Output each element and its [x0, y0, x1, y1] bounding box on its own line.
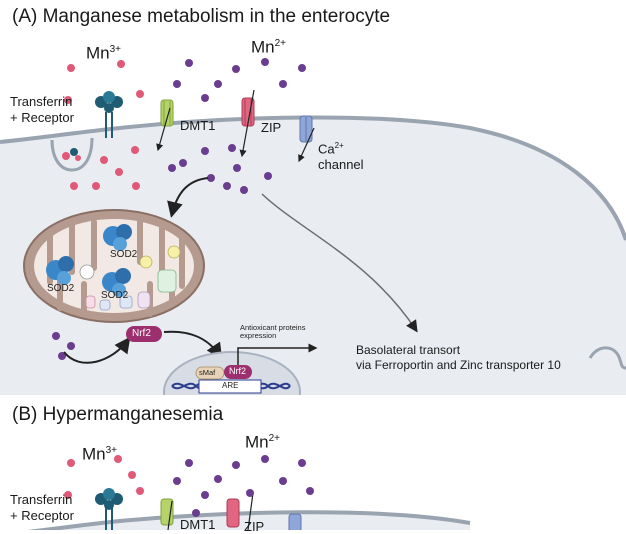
sod2-enzyme-icon: [103, 224, 132, 251]
sod2-enzyme-icon: [46, 256, 74, 285]
expression-arrow: [237, 343, 318, 365]
dmt1-label: DMT1: [180, 118, 216, 133]
calcium-channel-icon: [288, 513, 302, 530]
sod2-label-2: SOD2: [47, 283, 75, 294]
panel-a-title: (A) Manganese metabolism in the enterocy…: [12, 6, 391, 27]
basolateral-notch: [588, 346, 626, 370]
mn3-ions-b: [64, 455, 144, 499]
mn3-label: Mn3+: [86, 43, 122, 63]
transferrin-label: Transferrin + Receptor: [10, 94, 74, 126]
panel-b-title: (B) Hypermanganesemia: [12, 404, 224, 425]
smaf-label: sMaf: [199, 368, 216, 377]
mn3-ions: [64, 60, 144, 190]
zip-uptake-arrow-b: [247, 492, 254, 530]
mn2-ions-b: [173, 455, 314, 517]
panel-b-diagram: [0, 455, 471, 530]
zip-label: ZIP: [261, 120, 282, 135]
smaf-pill: [195, 366, 225, 380]
nrf2-nucleus-label: Nrf2: [229, 366, 247, 376]
basolateral-label: Basolateral transort via Ferroportin and…: [356, 343, 561, 372]
calcium-channel-icon: [299, 115, 313, 143]
mn2-label-b: Mn2+: [245, 432, 281, 452]
mn3-label-b: Mn3+: [82, 444, 118, 464]
sod2-enzyme-icon: [102, 268, 131, 297]
sod2-label-1: SOD2: [110, 249, 138, 260]
arrow-to-nrf2: [63, 336, 131, 364]
transferrin-receptor-icon: [62, 148, 81, 161]
mitochondrion-icon: [23, 209, 205, 323]
cell-body: [0, 117, 626, 395]
antioxidant-label: Antioxicant proteins expression: [240, 323, 306, 341]
mitochondrial-proteins: [79, 245, 181, 311]
sod2-label-3: SOD2: [101, 290, 129, 301]
are-label: ARE: [222, 381, 239, 390]
ca-channel-label: Ca2+ channel: [318, 141, 364, 172]
transferrin-receptor-icon: [95, 91, 123, 138]
arrow-to-mitochondrion: [167, 177, 209, 218]
zip-uptake-arrow: [239, 89, 255, 158]
zip-transporter-icon: [226, 498, 240, 528]
dmt1-uptake-arrow: [156, 107, 171, 152]
nrf2-nucleus-pill: [224, 365, 252, 379]
are-box: [198, 379, 262, 394]
nrf2-label: Nrf2: [132, 328, 151, 339]
mn2-ions: [52, 58, 306, 360]
arrow-to-basolateral: [261, 193, 418, 333]
mn2-label: Mn2+: [251, 37, 287, 57]
cell-membrane: [0, 115, 626, 241]
arrow-nrf2-to-nucleus: [163, 330, 223, 360]
panel-a-diagram: [0, 58, 626, 395]
cell-membrane-b: [27, 510, 471, 530]
ca-channel-uptake-arrow: [298, 127, 315, 163]
nrf2-pill: [126, 326, 162, 342]
dmt1-uptake-arrow-b: [167, 500, 173, 530]
zip-label-b: ZIP: [244, 519, 265, 534]
dmt1-transporter-icon: [160, 99, 174, 127]
transferrin-receptor-icon: [95, 488, 123, 530]
dmt1-label-b: DMT1: [180, 517, 216, 532]
transferrin-label-b: Transferrin + Receptor: [10, 492, 74, 524]
